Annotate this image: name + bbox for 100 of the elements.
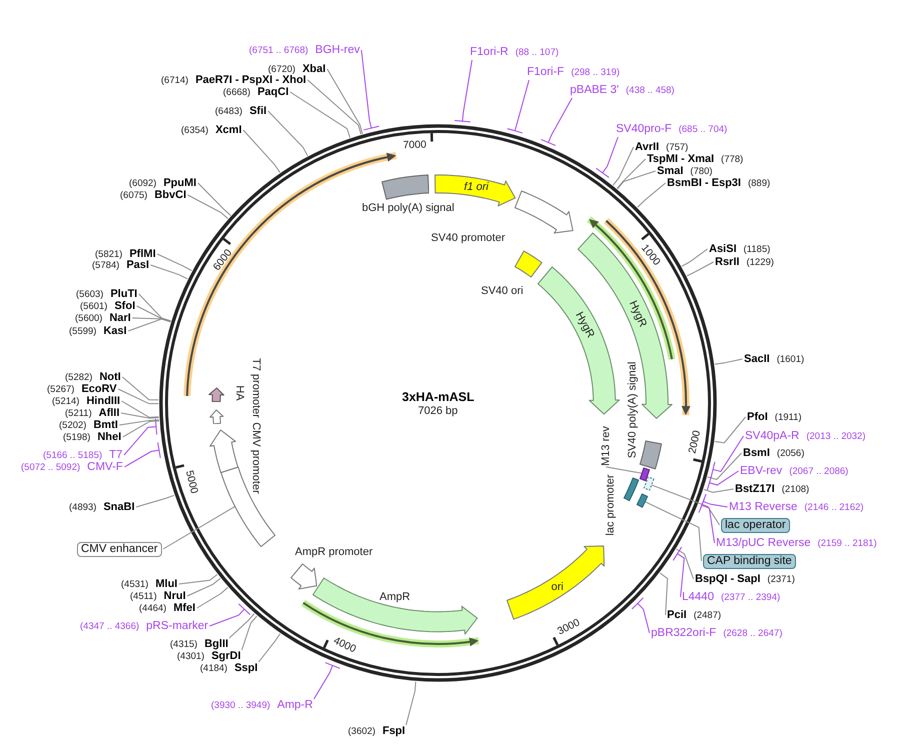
feature-label: M13 rev (600, 426, 612, 466)
restriction-site-label: (5202) BmtI (59, 418, 118, 432)
leader-line (703, 488, 734, 493)
restriction-site-label: (5282) NotI (65, 370, 121, 384)
primer-label: (4347 .. 4366) pRS-marker (80, 619, 208, 633)
restriction-site-label: BstZ17I (2108) (735, 482, 810, 496)
scale-label: 5000 (182, 469, 200, 495)
restriction-site-label: AvrII (757) (635, 140, 688, 154)
leader-line (506, 80, 530, 134)
leader-line (637, 182, 666, 208)
leader-line (676, 548, 694, 580)
leader-line (121, 400, 160, 418)
feature-label: HygR (572, 310, 596, 340)
leader-line (120, 412, 160, 419)
primer-label: (5166 .. 5185) T7 (43, 448, 123, 462)
restriction-site-label: BsmBI - Esp3I (889) (667, 176, 770, 190)
feature-label: HygR (626, 298, 649, 329)
restriction-site-label: (5784) PasI (92, 258, 150, 272)
restriction-site-label: (5601) SfoI (80, 299, 136, 313)
leader-line (454, 60, 472, 122)
restriction-site-label: (3602) FspI (348, 724, 406, 738)
feature-label: SV40 ori (481, 284, 524, 297)
restriction-site-label: SmaI (780) (657, 164, 712, 178)
feature-callout: CMV enhancer (77, 542, 162, 556)
leader-line (150, 264, 188, 280)
restriction-site-label: SacII (1601) (744, 352, 804, 366)
feature-label: lac promoter (604, 474, 616, 536)
leader-line (714, 416, 746, 444)
feature-label: SV40 poly(A) signal (626, 362, 638, 458)
leader-line (616, 158, 646, 189)
feature-label: CMV promoter (250, 422, 262, 494)
restriction-site-label: (4531) MluI (121, 577, 178, 591)
restriction-site-label: (5599) KasI (69, 324, 127, 338)
restriction-site-label: (6483) SfiI (215, 104, 267, 118)
leader-line (596, 136, 618, 178)
leader-line (710, 436, 744, 478)
plasmid-title: 3xHA-mASL (402, 391, 474, 403)
restriction-site-label: (4893) SnaBI (69, 500, 135, 514)
primer-label: M13 Reverse (2146 .. 2162) (729, 500, 864, 514)
restriction-site-label: (4301) SgrDI (177, 649, 241, 663)
leader-line (118, 388, 159, 404)
leader-line (612, 146, 634, 186)
restriction-site-label: (5214) HindIII (52, 394, 120, 408)
leader-line (122, 376, 160, 400)
feature-label: ori (551, 580, 564, 593)
leader-line (258, 633, 281, 662)
restriction-site-label: PfoI (1911) (747, 410, 802, 424)
leader-line (686, 262, 714, 276)
leader-line (186, 578, 221, 596)
primer-label: pBABE 3' (438 .. 458) (570, 83, 674, 97)
leader-line (128, 318, 172, 332)
restriction-site-label: (5267) EcoRV (47, 382, 117, 396)
leader-line (698, 497, 715, 544)
leader-line (307, 80, 362, 135)
restriction-site-label: BspQI - SapI (2371) (695, 572, 795, 586)
leader-line (605, 466, 643, 474)
feature-box (640, 467, 650, 482)
restriction-site-label: (6714) PaeR7I - PspXI - XhoI (161, 73, 306, 87)
leader-line (706, 470, 739, 491)
leader-line (681, 248, 708, 267)
restriction-site-label: (6720) XbaI (268, 62, 326, 76)
leader-line (242, 130, 280, 173)
primer-label: SV40pA-R (2013 .. 2032) (745, 429, 866, 443)
feature-callout: CAP binding site (703, 554, 796, 568)
feature-box (644, 476, 654, 492)
restriction-site-label: PciI (2487) (667, 608, 722, 622)
restriction-site-label: (4315) BglII (170, 637, 228, 651)
leader-line (136, 306, 172, 322)
primer-label: (6751 .. 6768) BGH-rev (249, 43, 360, 57)
restriction-site-label: (6092) PpuMI (129, 176, 196, 190)
leader-line (540, 98, 572, 146)
restriction-site-label: (4511) NruI (130, 589, 186, 603)
leader-line (178, 574, 218, 584)
primer-label: L4440 (2377 .. 2394) (682, 590, 780, 604)
leader-line (241, 615, 258, 650)
leader-line (124, 442, 161, 468)
scale-label: 3000 (555, 616, 582, 638)
feature-label: AmpR (379, 590, 410, 603)
leader-line (196, 586, 228, 608)
feature-label: f1 ori (464, 181, 488, 194)
scale-label: 2000 (686, 428, 703, 454)
leader-line (651, 484, 720, 526)
restriction-site-label: (4184) SspI (200, 661, 258, 675)
primer-label: F1ori-F (298 .. 319) (527, 65, 620, 79)
leader-line (313, 662, 340, 700)
leader-line (659, 572, 668, 616)
primer-label: EBV-rev (2067 .. 2086) (740, 464, 848, 478)
feature-label: SV40 promoter (431, 232, 505, 244)
restriction-site-label: (6075) BbvCI (120, 188, 186, 202)
restriction-site-label: (6354) XcmI (181, 123, 242, 137)
leader-line (156, 254, 192, 272)
scale-label: 4000 (332, 634, 358, 656)
leader-line (406, 681, 416, 726)
leader-line (136, 494, 175, 508)
restriction-site-label: (6668) PaqCI (223, 85, 289, 99)
primer-label: SV40pro-F (685 .. 704) (616, 122, 728, 136)
leader-line (228, 613, 255, 638)
leader-line (122, 420, 160, 438)
leader-line (124, 418, 158, 456)
leader-line (644, 501, 702, 562)
